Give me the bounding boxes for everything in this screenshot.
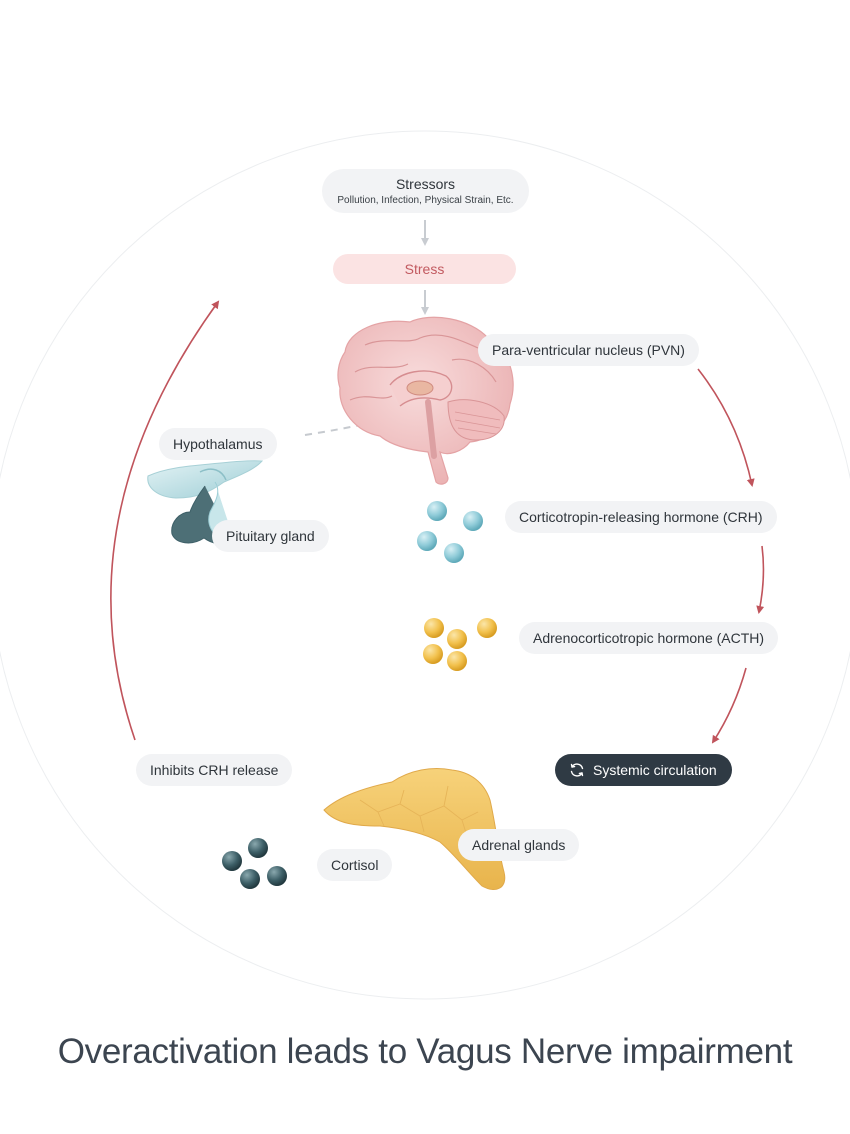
stress-label: Stress — [333, 254, 516, 284]
crh-molecules — [417, 501, 483, 563]
refresh-icon — [570, 763, 584, 777]
stressors-subtitle: Pollution, Infection, Physical Strain, E… — [337, 195, 514, 206]
acth-label: Adrenocorticotropic hormone (ACTH) — [519, 622, 779, 654]
crh-molecule — [444, 543, 464, 563]
cortisol-label: Cortisol — [317, 849, 393, 881]
arrow-feedback-inhibition — [110, 300, 220, 741]
arrow-crh-to-acth — [756, 545, 765, 614]
pituitary-label: Pituitary gland — [212, 520, 329, 552]
cortisol-molecules — [222, 838, 287, 889]
cortisol-molecule — [267, 866, 287, 886]
hypothalamus-label: Hypothalamus — [159, 428, 277, 460]
crh-label: Corticotropin-releasing hormone (CRH) — [505, 501, 777, 533]
acth-molecule — [477, 618, 497, 638]
crh-molecule — [417, 531, 437, 551]
inhibits-crh-label: Inhibits CRH release — [136, 754, 293, 786]
arrow-pvn-to-crh — [697, 368, 755, 487]
acth-molecule — [447, 629, 467, 649]
acth-molecules — [423, 618, 497, 671]
crh-molecule — [427, 501, 447, 521]
adrenal-glands-label: Adrenal glands — [458, 829, 580, 861]
stressors-box: Stressors Pollution, Infection, Physical… — [322, 169, 529, 213]
cortisol-molecule — [248, 838, 268, 858]
systemic-circulation-label: Systemic circulation — [593, 762, 717, 778]
cortisol-molecule — [222, 851, 242, 871]
brain-illustration — [337, 316, 514, 485]
cycle-circle — [0, 130, 850, 1000]
acth-molecule — [447, 651, 467, 671]
stressors-title: Stressors — [395, 176, 456, 192]
acth-molecule — [424, 618, 444, 638]
crh-molecule — [463, 511, 483, 531]
footer-title: Overactivation leads to Vagus Nerve impa… — [57, 1032, 793, 1071]
cortisol-molecule — [240, 869, 260, 889]
arrow-acth-to-circulation — [711, 667, 747, 744]
systemic-circulation-badge: Systemic circulation — [555, 754, 732, 786]
acth-molecule — [423, 644, 443, 664]
pvn-label: Para-ventricular nucleus (PVN) — [478, 334, 699, 366]
